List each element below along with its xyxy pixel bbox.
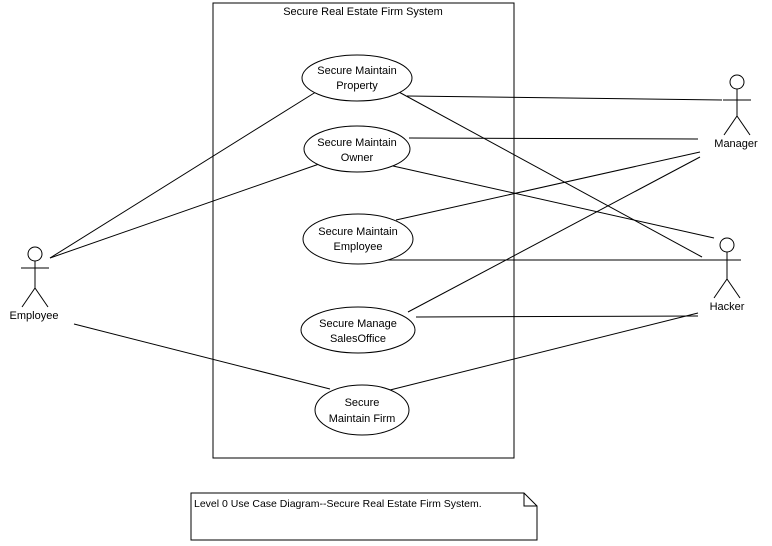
- system-title: Secure Real Estate Firm System: [283, 6, 443, 18]
- actor-icon: [723, 74, 751, 136]
- use-case-label: Maintain Firm: [329, 413, 396, 425]
- use-case-maintain-firm[interactable]: Secure Maintain Firm: [314, 384, 410, 436]
- assoc-hacker-uc1: [396, 90, 703, 258]
- diagram-note: Level 0 Use Case Diagram--Secure Real Es…: [190, 492, 538, 541]
- system-boundary: Secure Real Estate Firm System: [212, 2, 515, 459]
- use-case-label: Secure Maintain: [317, 137, 397, 149]
- use-case-label: Secure Maintain: [318, 226, 398, 238]
- use-case-maintain-property[interactable]: Secure Maintain Property: [301, 54, 413, 102]
- use-case-label: Secure Maintain: [317, 65, 397, 77]
- assoc-hacker-uc4: [415, 315, 699, 318]
- use-case-label: Secure: [345, 397, 380, 409]
- actor-employee[interactable]: Employee: [10, 246, 59, 322]
- note-shape: [190, 492, 538, 541]
- actor-icon: [713, 237, 741, 299]
- use-case-label: Employee: [334, 241, 383, 253]
- assoc-manager-uc3: [395, 151, 701, 221]
- actor-label: Manager: [714, 138, 758, 150]
- actor-label: Hacker: [710, 301, 745, 313]
- note-text: Level 0 Use Case Diagram--Secure Real Es…: [194, 498, 482, 510]
- assoc-manager-uc1: [406, 95, 723, 101]
- assoc-hacker-uc5: [389, 312, 699, 391]
- use-case-label: Owner: [341, 152, 374, 164]
- assoc-manager-uc2: [408, 137, 699, 140]
- assoc-employee-uc5: [73, 323, 331, 390]
- assoc-manager-uc4: [407, 156, 701, 313]
- use-case-manage-salesoffice[interactable]: Secure Manage SalesOffice: [300, 306, 416, 354]
- assoc-employee-uc2: [49, 162, 323, 259]
- use-case-maintain-employee[interactable]: Secure Maintain Employee: [302, 213, 414, 265]
- use-case-maintain-owner[interactable]: Secure Maintain Owner: [303, 125, 411, 173]
- associations: [49, 89, 738, 391]
- use-case-label: Property: [336, 80, 378, 92]
- actor-hacker[interactable]: Hacker: [710, 237, 745, 313]
- actor-label: Employee: [10, 310, 59, 322]
- use-case-label: Secure Manage: [319, 318, 397, 330]
- actor-icon: [21, 246, 49, 308]
- assoc-hacker-uc2: [392, 165, 715, 239]
- assoc-employee-uc1: [49, 89, 320, 259]
- use-case-label: SalesOffice: [330, 333, 386, 345]
- actor-manager[interactable]: Manager: [714, 74, 758, 150]
- note-fold-icon: [523, 493, 537, 507]
